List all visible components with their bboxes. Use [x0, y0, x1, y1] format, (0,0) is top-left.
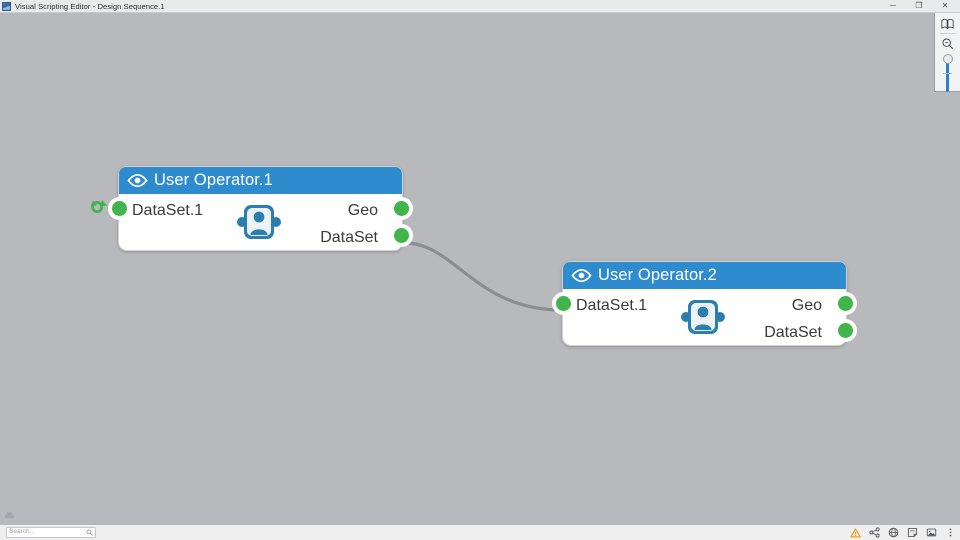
minimize-button[interactable]: ─ — [890, 1, 896, 10]
close-button[interactable]: ✕ — [941, 1, 949, 10]
node-user-operator-1[interactable]: User Operator.1 DataSet.1 — [91, 166, 409, 251]
map-book-icon[interactable] — [938, 15, 958, 33]
zoom-slider-track[interactable] — [946, 60, 949, 92]
output-label-geo: Geo — [791, 297, 822, 314]
window-controls: ─ ❐ ✕ — [880, 0, 960, 12]
panel-divider — [939, 32, 956, 34]
image-icon[interactable] — [925, 527, 937, 539]
status-bar-icons — [849, 527, 956, 539]
output-label-dataset: DataSet — [764, 324, 822, 341]
magnifier-icon[interactable] — [86, 529, 93, 536]
search-input[interactable]: Search... — [6, 527, 96, 538]
maximize-button[interactable]: ❐ — [915, 1, 923, 10]
connection-dataset-to-dataset1 — [403, 241, 564, 312]
user-operator-icon — [681, 300, 725, 334]
zoom-slider-thumb[interactable] — [942, 54, 953, 64]
node-body: DataSet.1 Geo DataSet — [91, 194, 409, 250]
output-label-dataset: DataSet — [320, 229, 378, 246]
output-port-geo[interactable] — [838, 296, 853, 311]
node-title: User Operator.2 — [598, 266, 717, 284]
note-icon[interactable] — [906, 527, 918, 539]
input-port-dataset-1[interactable] — [556, 296, 571, 311]
node-body: DataSet.1 Geo DataSet — [556, 289, 853, 345]
more-options-icon[interactable] — [944, 527, 956, 539]
eye-icon[interactable] — [127, 173, 148, 188]
share-icon[interactable] — [868, 527, 880, 539]
node-header[interactable]: User Operator.1 — [119, 167, 402, 194]
link-loop-icon[interactable] — [90, 198, 112, 218]
output-port-dataset[interactable] — [838, 323, 853, 338]
input-port-dataset-1[interactable] — [112, 201, 127, 216]
grid-glyph — [5, 512, 14, 519]
output-port-geo[interactable] — [394, 201, 409, 216]
graph-canvas[interactable]: User Operator.1 DataSet.1 — [0, 13, 960, 524]
magnifier-icon[interactable] — [938, 34, 958, 52]
input-label-dataset-1: DataSet.1 — [132, 202, 204, 219]
status-bar: Search... — [0, 524, 960, 540]
globe-icon[interactable] — [887, 527, 899, 539]
zoom-slider-notch — [943, 73, 952, 74]
overview-zoom-panel[interactable] — [934, 13, 960, 92]
node-user-operator-2[interactable]: User Operator.2 DataSet.1 Geo DataSet — [556, 261, 853, 346]
warning-icon[interactable] — [849, 527, 861, 539]
search-placeholder: Search... — [9, 528, 36, 536]
zoom-slider[interactable] — [941, 54, 955, 92]
eye-icon[interactable] — [571, 268, 592, 283]
node-header[interactable]: User Operator.2 — [563, 262, 846, 289]
output-port-dataset[interactable] — [394, 228, 409, 243]
input-label-dataset-1: DataSet.1 — [576, 297, 648, 314]
user-operator-icon — [237, 205, 281, 239]
window-title: Visual Scripting Editor - Design Sequenc… — [15, 1, 165, 11]
output-label-geo: Geo — [347, 202, 378, 219]
title-bar: Visual Scripting Editor - Design Sequenc… — [0, 0, 960, 13]
app-icon — [2, 1, 11, 11]
node-title: User Operator.1 — [154, 171, 273, 189]
